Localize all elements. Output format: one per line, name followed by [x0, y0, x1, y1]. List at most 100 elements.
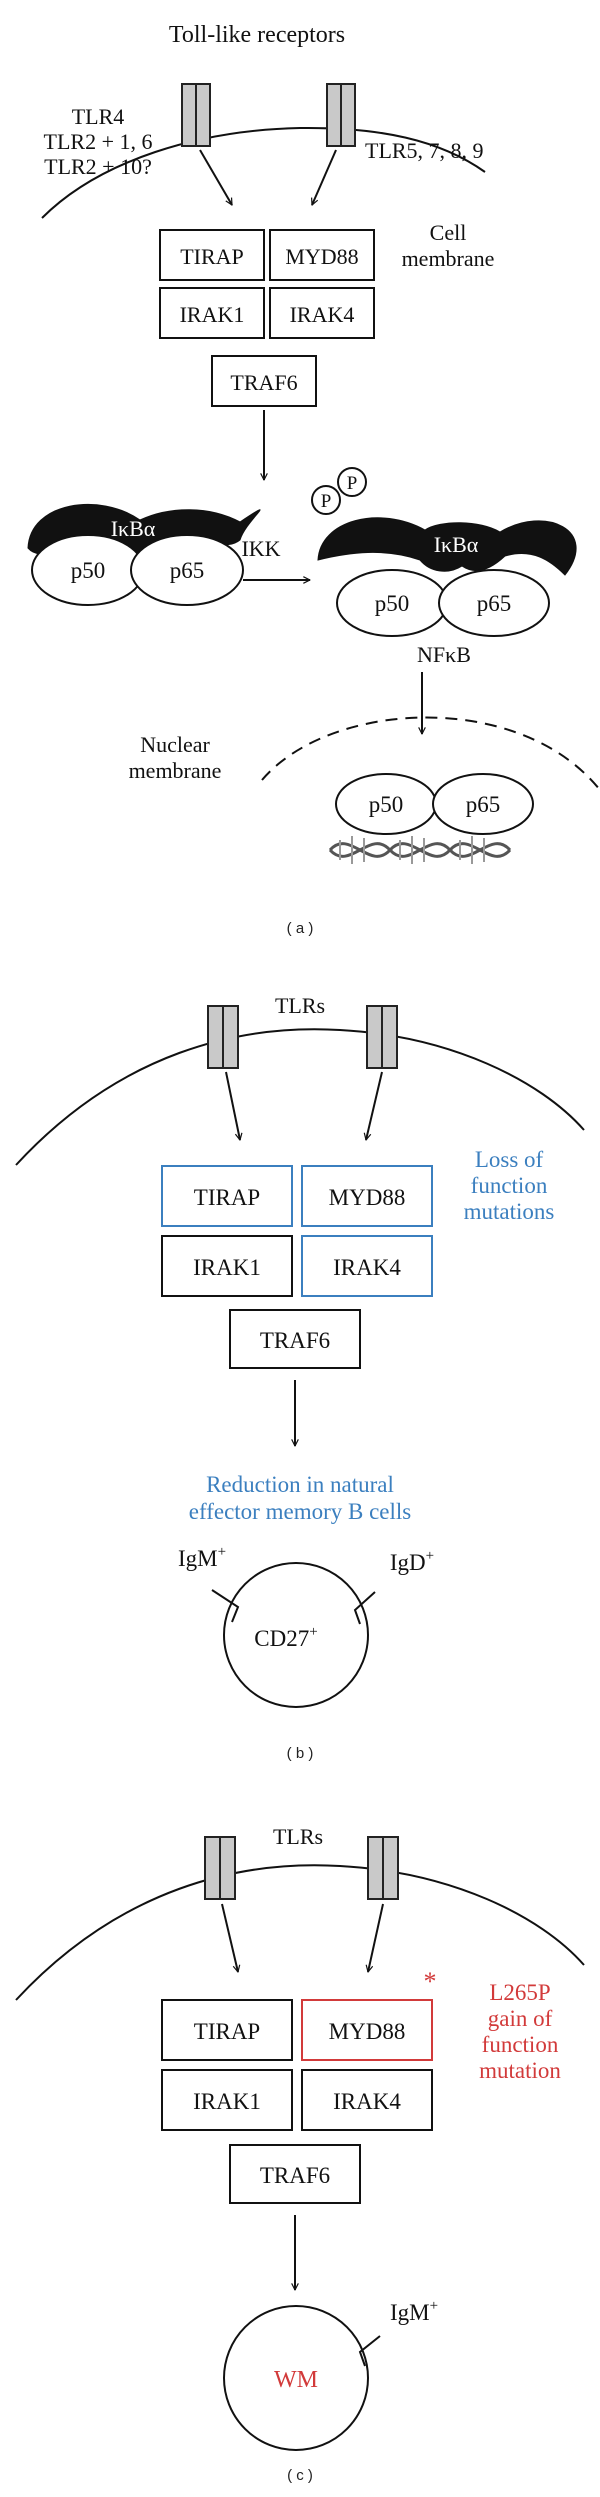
svg-text:IRAK1: IRAK1 [180, 302, 245, 327]
svg-text:TRAF6: TRAF6 [230, 370, 297, 395]
svg-text:MYD88: MYD88 [329, 1185, 406, 1210]
cell-membrane-label-1: Cell [430, 220, 467, 245]
receptor-right [326, 83, 356, 147]
svg-text:p50: p50 [369, 792, 404, 817]
tlrs-title-b: TLRs [275, 993, 325, 1018]
tlr-label-1: TLR4 [72, 104, 125, 129]
igm-label-b: IgM+ [178, 1544, 226, 1571]
box-traf6: TRAF6 [211, 355, 317, 407]
ikb-label-right: IκBα [434, 532, 479, 557]
l265p-label-1: L265P [489, 1980, 550, 2005]
svg-text:MYD88: MYD88 [285, 244, 358, 269]
tlrs-title-c: TLRs [273, 1824, 323, 1849]
panel-a-tag: ( a ) [287, 920, 314, 937]
panel-c-tag: ( c ) [287, 2467, 313, 2484]
svg-text:MYD88: MYD88 [329, 2019, 406, 2044]
cd27-label: CD27+ [254, 1624, 317, 1651]
cell-membrane-label-2: membrane [402, 246, 495, 271]
ikb-label-left: IκBα [111, 516, 156, 541]
cell-membrane-c [15, 1864, 585, 2001]
p65-right [438, 569, 550, 637]
loss-of-function-label-2: function [471, 1173, 548, 1198]
tlr-label-right: TLR5, 7, 8, 9 [365, 138, 484, 163]
loss-of-function-label-1: Loss of [475, 1147, 544, 1172]
svg-text:P: P [321, 491, 332, 512]
cell-membrane-b [15, 1028, 585, 1166]
l265p-label-4: mutation [479, 2058, 561, 2083]
box-myd88: MYD88 [269, 229, 375, 281]
igm-label-c: IgM+ [390, 2298, 438, 2325]
panel-c: TLRs TIRAP MYD88 * IRAK1 IRAK4 [15, 1824, 585, 2484]
arrow-right-receptor [312, 149, 337, 205]
igm-receptor-c [358, 2335, 381, 2367]
ikb-complex-right: IκBα p50 p65 [317, 517, 577, 637]
svg-text:IRAK4: IRAK4 [290, 302, 355, 327]
igd-receptor-b [353, 1591, 376, 1625]
receptor-right-b [366, 1005, 398, 1069]
box-irak4-c: IRAK4 [301, 2069, 433, 2131]
igm-receptor-b [211, 1589, 240, 1623]
panel-a: Toll-like receptors TLR4 TLR2 + 1, 6 TLR… [27, 22, 600, 937]
svg-text:IRAK4: IRAK4 [333, 2089, 401, 2114]
nfkb-label: NFκB [417, 642, 471, 667]
svg-text:IRAK1: IRAK1 [193, 1255, 261, 1280]
arrow-left-receptor [199, 149, 233, 205]
p65-left [130, 534, 244, 606]
p65-nucleus [432, 773, 534, 835]
tlr-label-2: TLR2 + 1, 6 [44, 129, 153, 154]
nuclear-membrane-label-1: Nuclear [140, 732, 210, 757]
ikb-complex-left: IκBα p50 p65 [27, 503, 261, 606]
svg-text:p65: p65 [466, 792, 501, 817]
tlr-label-3: TLR2 + 10? [44, 154, 152, 179]
ikb-shape-right [317, 517, 577, 576]
svg-text:TIRAP: TIRAP [180, 244, 244, 269]
box-myd88-c: MYD88 [301, 1999, 433, 2061]
toll-like-receptors-title: Toll-like receptors [169, 22, 345, 48]
receptor-right-c [367, 1836, 399, 1900]
nuclear-membrane-line [261, 716, 600, 791]
reduction-label-2: effector memory B cells [189, 1499, 412, 1524]
phosphate-1: P [311, 485, 341, 515]
dna-helix-icon [328, 836, 512, 864]
panel-b-tag: ( b ) [287, 1745, 314, 1762]
arrow-right-c [368, 1903, 384, 1972]
l265p-label-3: function [482, 2032, 559, 2057]
receptor-left-b [207, 1005, 239, 1069]
svg-text:P: P [347, 473, 358, 494]
svg-text:p50: p50 [375, 591, 410, 616]
box-traf6-c: TRAF6 [229, 2144, 361, 2204]
reduction-label-1: Reduction in natural [206, 1472, 394, 1497]
box-irak4-b: IRAK4 [301, 1235, 433, 1297]
loss-of-function-label-3: mutations [464, 1199, 555, 1224]
svg-text:p50: p50 [71, 558, 106, 583]
box-irak1-c: IRAK1 [161, 2069, 293, 2131]
svg-text:TIRAP: TIRAP [194, 1185, 260, 1210]
receptor-left-c [204, 1836, 236, 1900]
arrow-left-b [225, 1071, 240, 1140]
svg-text:TIRAP: TIRAP [194, 2019, 260, 2044]
cell-membrane-line [41, 126, 486, 219]
svg-text:TRAF6: TRAF6 [260, 1328, 330, 1353]
wm-cell [223, 2305, 369, 2451]
box-tirap-c: TIRAP [161, 1999, 293, 2061]
receptor-left [181, 83, 211, 147]
l265p-label-2: gain of [488, 2006, 553, 2031]
arrow-right-b [366, 1071, 383, 1140]
arrow-left-c [221, 1903, 238, 1972]
wm-label: WM [274, 2367, 318, 2393]
panel-b: TLRs TIRAP MYD88 IRAK1 IRAK4 [15, 993, 585, 1762]
box-tirap: TIRAP [159, 229, 265, 281]
box-tirap-b: TIRAP [161, 1165, 293, 1227]
box-traf6-b: TRAF6 [229, 1309, 361, 1369]
box-irak1-b: IRAK1 [161, 1235, 293, 1297]
svg-text:TRAF6: TRAF6 [260, 2163, 330, 2188]
box-irak1: IRAK1 [159, 287, 265, 339]
igd-label-b: IgD+ [390, 1548, 434, 1575]
svg-text:IRAK4: IRAK4 [333, 1255, 401, 1280]
cd27-cell [223, 1562, 369, 1708]
svg-text:p65: p65 [170, 558, 205, 583]
box-irak4: IRAK4 [269, 287, 375, 339]
nuclear-membrane-label-2: membrane [129, 758, 222, 783]
